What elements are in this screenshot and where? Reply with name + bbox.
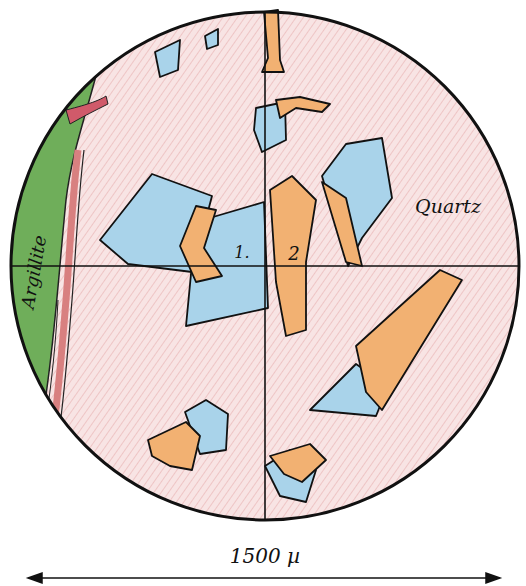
scale-label: 1500 µ bbox=[230, 546, 300, 566]
scale-arrow bbox=[28, 573, 500, 583]
callout-number: 2 bbox=[288, 245, 299, 263]
crosshair bbox=[11, 265, 519, 267]
field-outline bbox=[11, 12, 519, 520]
field-of-view bbox=[0, 0, 526, 526]
argillite-band bbox=[0, 60, 100, 470]
mineral-label: Quartz bbox=[415, 197, 481, 216]
callout-number: 1. bbox=[234, 245, 249, 261]
grains bbox=[100, 10, 462, 502]
